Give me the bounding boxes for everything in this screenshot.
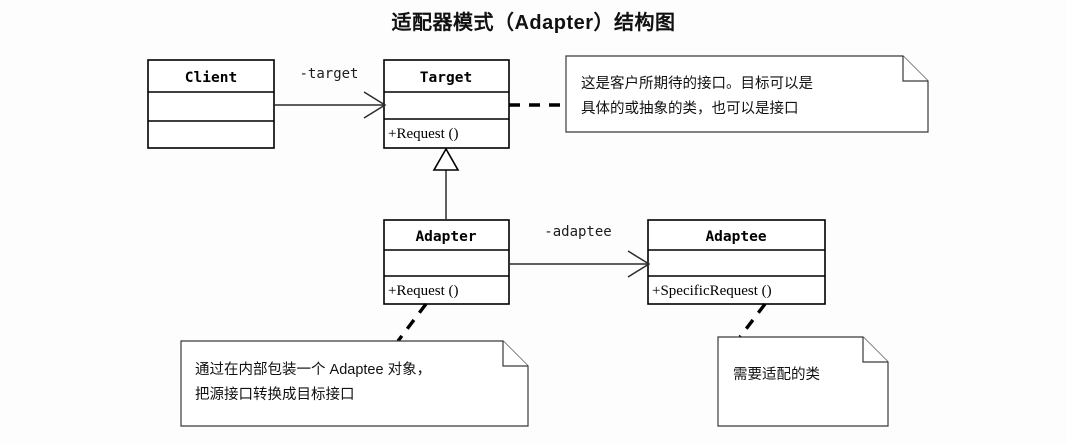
class-adapter-name: Adapter — [415, 229, 476, 245]
class-box-target[interactable]: Target +Request () — [383, 59, 510, 149]
relation-adapter-adaptee-arrowhead — [627, 250, 651, 278]
class-adapter-operation: +Request () — [388, 283, 459, 299]
note-target[interactable]: 这是客户所期待的接口。目标可以是 具体的或抽象的类，也可以是接口 — [565, 55, 929, 133]
note-adaptee-body — [717, 336, 889, 427]
note-link-adaptee — [738, 302, 767, 339]
relation-adapter-adaptee[interactable]: -adaptee — [509, 224, 651, 278]
class-box-adapter[interactable]: Adapter +Request () — [383, 219, 510, 305]
relation-adapter-adaptee-label: -adaptee — [544, 224, 611, 240]
class-adaptee-name: Adaptee — [705, 229, 766, 245]
note-adapter-fold-corner-icon — [502, 341, 528, 367]
note-adaptee-line-1: 需要适配的类 — [733, 366, 820, 383]
note-adapter-line-1: 通过在内部包装一个 Adaptee 对象， — [195, 361, 431, 378]
class-adaptee-frame — [647, 219, 826, 305]
class-client-name: Client — [185, 70, 237, 86]
generalization-triangle-icon — [432, 147, 460, 171]
class-target-operation: +Request () — [388, 126, 459, 142]
note-adaptee-fold-corner-icon — [862, 337, 888, 363]
note-target-body — [565, 55, 929, 133]
note-target-line-1: 这是客户所期待的接口。目标可以是 — [581, 75, 813, 92]
note-adapter-body — [180, 340, 529, 427]
class-target-name: Target — [420, 70, 472, 86]
class-client-frame — [147, 59, 275, 149]
note-adaptee[interactable]: 需要适配的类 — [717, 336, 889, 427]
note-link-adapter — [396, 302, 428, 343]
class-box-adaptee[interactable]: Adaptee +SpecificRequest () — [647, 219, 826, 305]
class-box-client[interactable]: Client — [147, 59, 275, 149]
relation-client-target[interactable]: -target — [274, 66, 387, 119]
class-adaptee-operation: +SpecificRequest () — [652, 283, 772, 299]
note-adapter[interactable]: 通过在内部包装一个 Adaptee 对象， 把源接口转换成目标接口 — [180, 340, 529, 427]
relation-client-target-label: -target — [299, 66, 358, 82]
relation-adapter-target[interactable] — [432, 147, 460, 220]
note-adapter-line-2: 把源接口转换成目标接口 — [195, 386, 355, 403]
note-target-fold-corner-icon — [902, 56, 928, 82]
class-adapter-frame — [383, 219, 510, 305]
note-target-line-2: 具体的或抽象的类，也可以是接口 — [581, 100, 799, 117]
page-title: 适配器模式（Adapter）结构图 — [391, 12, 676, 34]
relation-client-target-arrowhead — [363, 91, 387, 119]
